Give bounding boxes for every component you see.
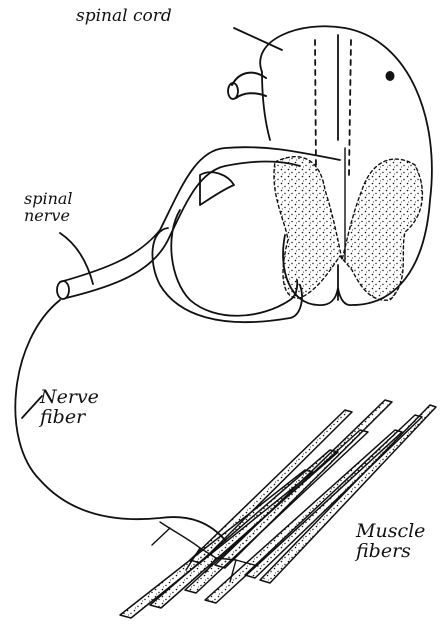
muscle-fibers xyxy=(120,400,436,618)
muscle-fibers-label: Muscle fibers xyxy=(356,522,425,562)
dark-spot xyxy=(386,71,395,81)
gray-matter xyxy=(274,157,422,301)
nerve-fiber-label: Nerve fiber xyxy=(40,388,99,428)
spinal-cord-label: spinal cord xyxy=(76,8,172,26)
spinal-nerve-label: spinal nerve xyxy=(24,191,73,225)
nerve-fiber-leader xyxy=(22,396,42,418)
